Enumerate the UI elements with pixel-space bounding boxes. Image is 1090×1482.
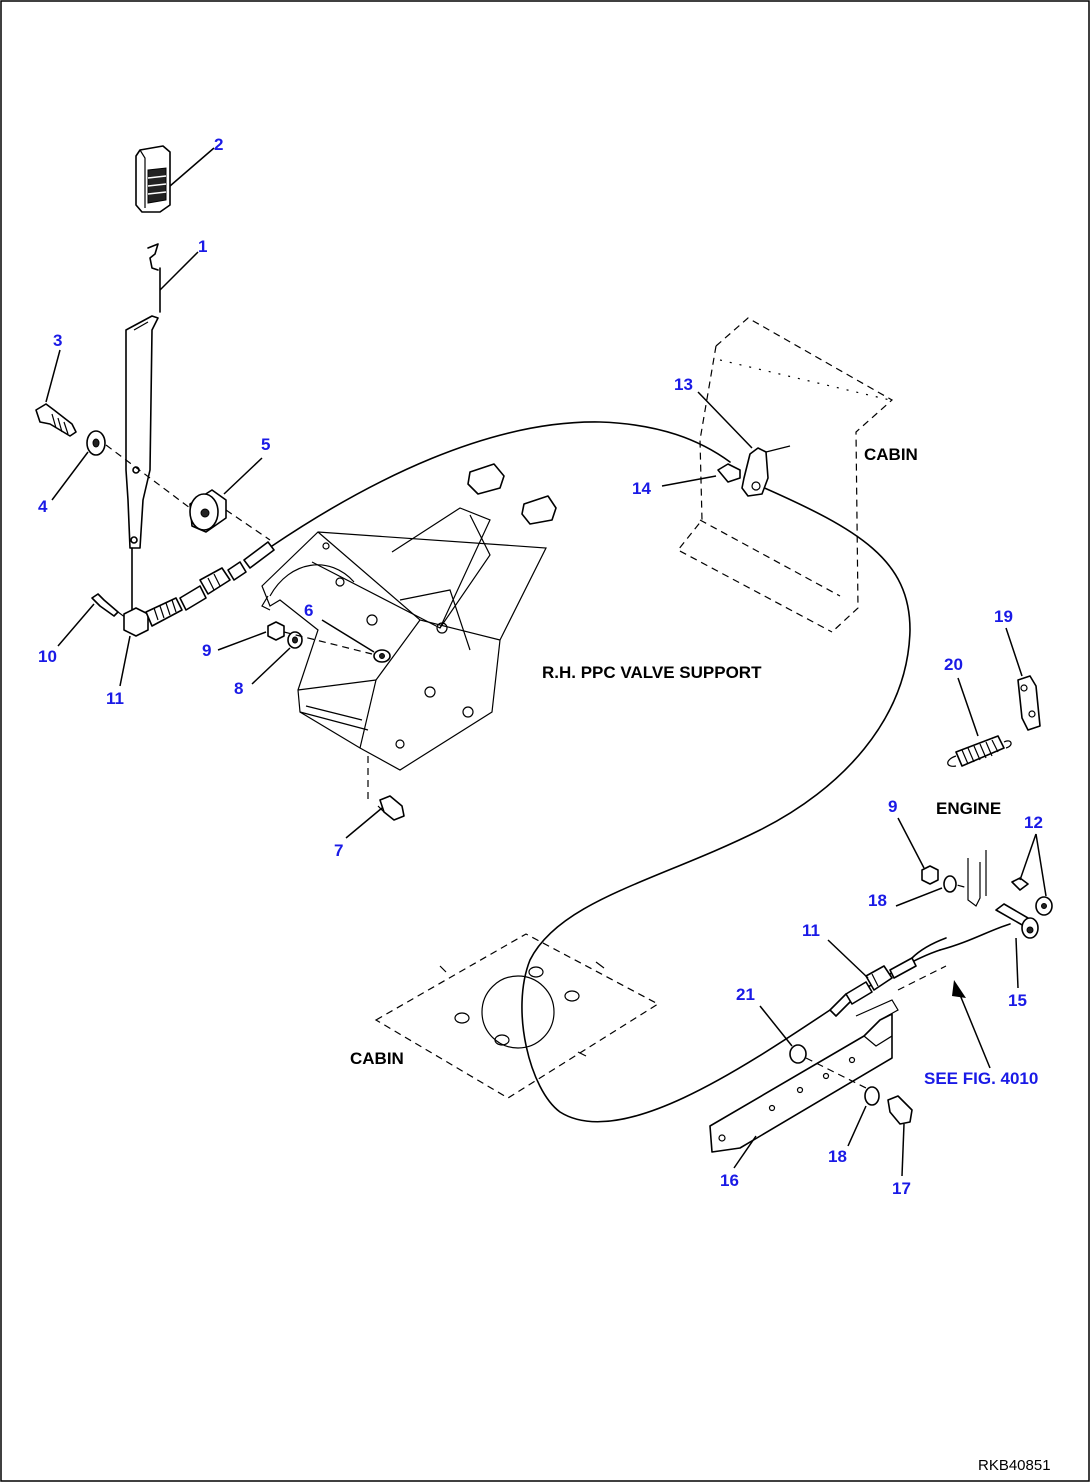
label-ppc-valve-support: R.H. PPC VALVE SUPPORT <box>542 663 762 682</box>
cable-engine-end <box>939 923 1011 951</box>
part-bolts-12 <box>1011 877 1053 916</box>
callout-7: 7 <box>334 841 343 860</box>
callout-2: 2 <box>214 135 223 154</box>
part-spring-20 <box>947 735 1012 767</box>
callout-17: 17 <box>892 1179 911 1198</box>
cable-link <box>911 937 947 959</box>
callout-6: 6 <box>304 601 313 620</box>
label-cabin-lower: CABIN <box>350 1049 404 1068</box>
callout-21: 21 <box>736 985 755 1004</box>
part-nut-9-right <box>921 865 939 885</box>
ppc-valve-support <box>261 463 557 771</box>
part-lever <box>125 243 161 615</box>
part-bolt-3 <box>35 403 77 437</box>
part-washer-4 <box>86 430 106 456</box>
callout-16: 16 <box>720 1171 739 1190</box>
callout-9-left: 9 <box>202 641 211 660</box>
part-knob <box>135 145 171 213</box>
part-bracket-19 <box>1017 675 1041 731</box>
callout-19: 19 <box>994 607 1013 626</box>
callout-11-left: 11 <box>106 689 124 708</box>
callout-18-lower: 18 <box>828 1147 847 1166</box>
callout-14: 14 <box>632 479 651 498</box>
callout-10: 10 <box>38 647 57 666</box>
assembly-line-bolt <box>117 611 127 619</box>
part-cable-end-engine <box>829 957 917 1017</box>
label-engine: ENGINE <box>936 799 1001 818</box>
callout-numbers: 2 1 3 4 5 6 7 8 9 9 10 11 11 12 13 14 15… <box>38 135 1043 1198</box>
see-fig-arrow-head <box>952 980 966 998</box>
part-washer-18-upper <box>943 875 957 893</box>
part-cable-end-lever <box>123 541 275 637</box>
part-washer-18-lower <box>864 1086 880 1106</box>
part-nut-9-left <box>267 621 285 641</box>
part-nut-21 <box>789 1044 807 1064</box>
label-see-fig: SEE FIG. 4010 <box>924 1069 1038 1088</box>
callout-13: 13 <box>674 375 693 394</box>
part-bracket-16 <box>709 999 899 1153</box>
part-clip-13 <box>741 445 791 497</box>
callout-11-right: 11 <box>802 921 820 940</box>
callout-3: 3 <box>53 331 62 350</box>
part-pin-15 <box>995 903 1039 939</box>
callout-15: 15 <box>1008 991 1027 1010</box>
assembly-line-fig4010 <box>897 965 947 991</box>
callout-8: 8 <box>234 679 243 698</box>
callout-12: 12 <box>1024 813 1043 832</box>
callout-4: 4 <box>38 497 48 516</box>
leader-lines <box>45 147 1047 1177</box>
part-bolt-17 <box>887 1095 913 1125</box>
part-bolt-14 <box>717 463 741 483</box>
cabin-floor-panel <box>374 933 660 1099</box>
callout-9-right: 9 <box>888 797 897 816</box>
part-bushing-5 <box>189 489 227 533</box>
assembly-line-lever <box>105 444 191 509</box>
drawing-code: RKB40851 <box>978 1457 1051 1474</box>
cabin-panel-upper <box>677 317 894 633</box>
assembly-line-bushing <box>225 509 271 541</box>
callout-1: 1 <box>198 237 207 256</box>
part-washer-8-left <box>287 631 303 649</box>
assembly-line-nut <box>283 631 373 655</box>
see-fig-arrow-shaft <box>957 989 991 1069</box>
part-bolt-6 <box>373 649 391 663</box>
callout-20: 20 <box>944 655 963 674</box>
label-cabin-upper: CABIN <box>864 445 918 464</box>
callout-5: 5 <box>261 435 270 454</box>
cable-lower-run <box>521 485 941 1123</box>
cable-upper-run <box>271 421 731 547</box>
callout-18-upper: 18 <box>868 891 887 910</box>
part-bolt-10 <box>91 593 119 617</box>
